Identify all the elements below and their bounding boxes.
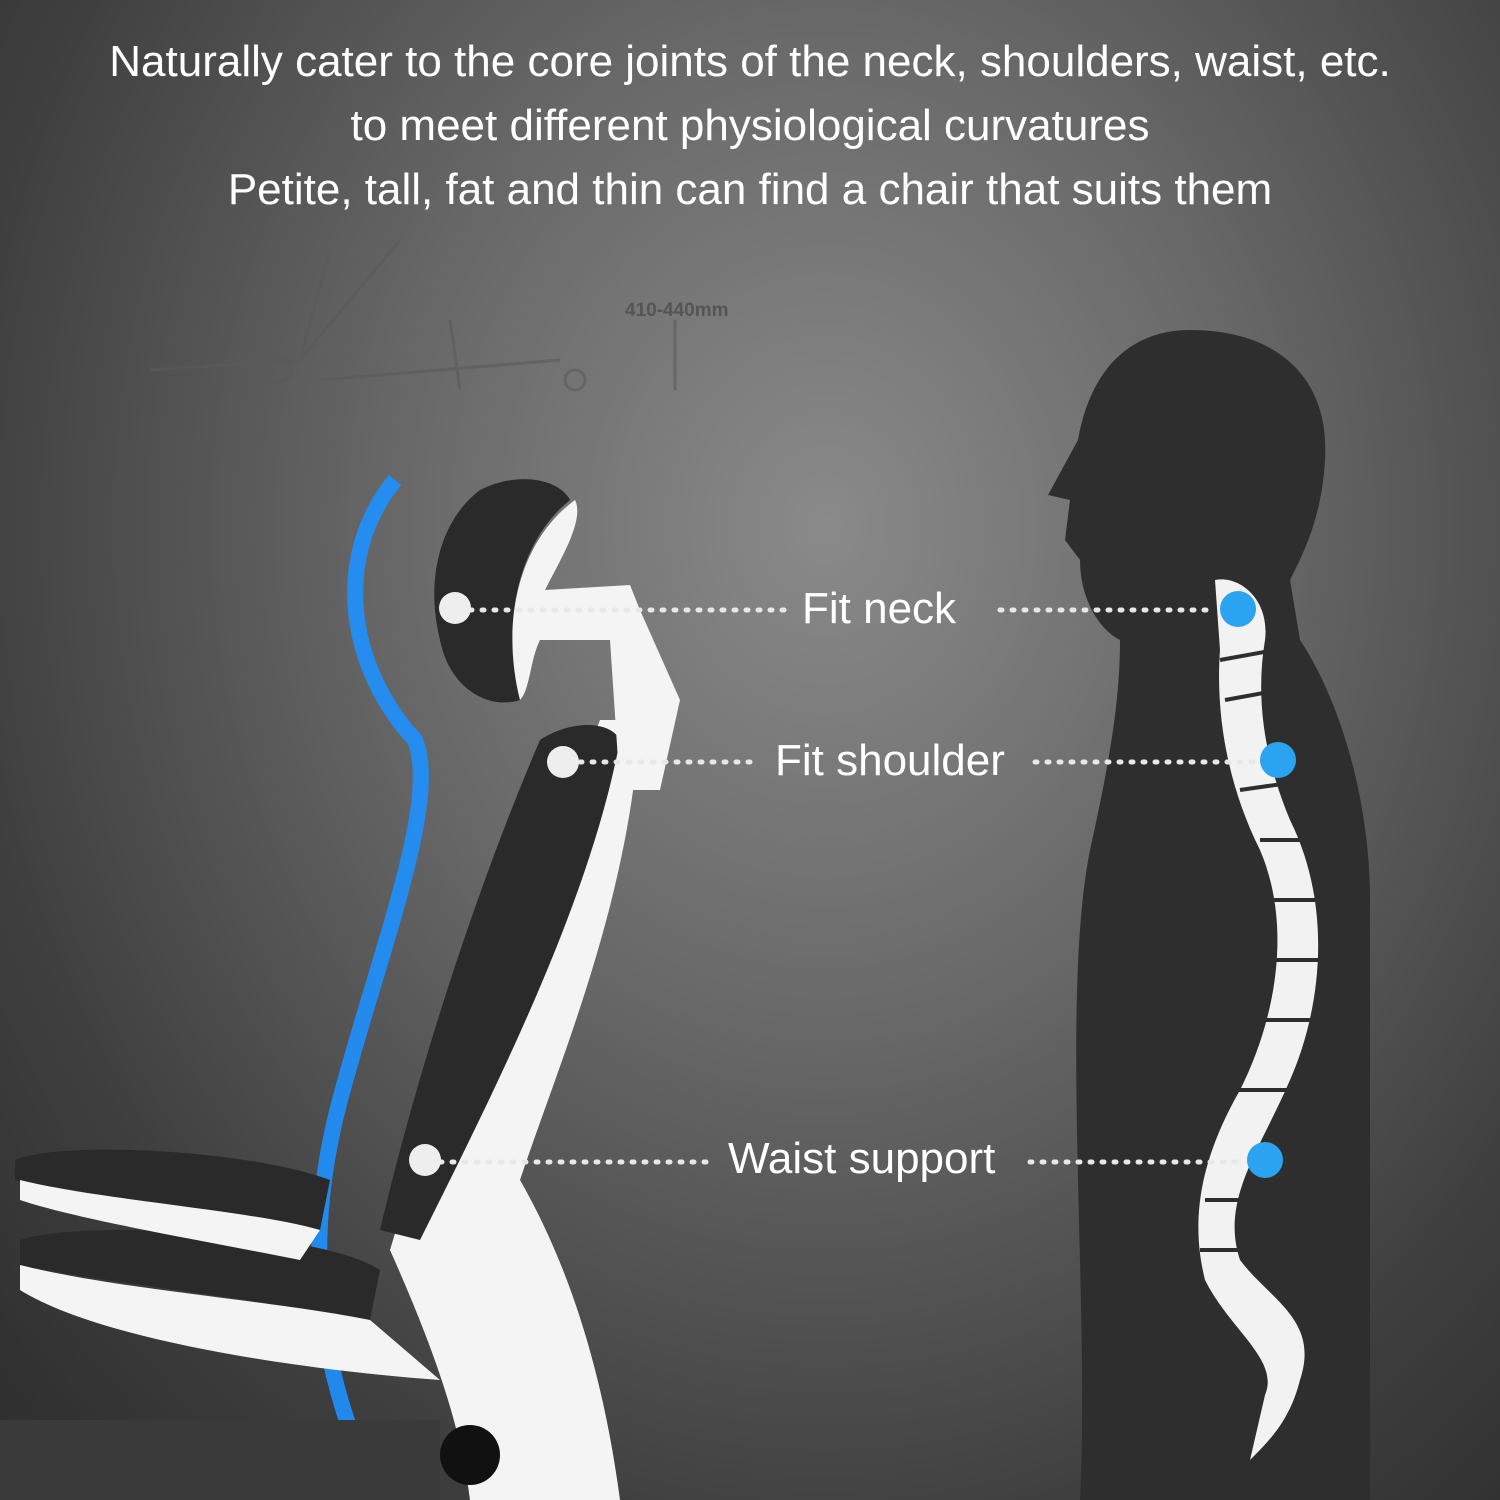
- dimension-label: 410-440mm: [625, 300, 729, 321]
- chair: [0, 479, 680, 1500]
- chair-knob: [440, 1425, 500, 1485]
- armrest-upper: [15, 1149, 330, 1230]
- callout-fit-neck: Fit neck: [802, 584, 957, 633]
- headrest-mesh: [434, 479, 570, 703]
- headline: Naturally cater to the core joints of th…: [0, 30, 1500, 222]
- chair-markers: [409, 592, 579, 1176]
- callout-waist-support: Waist support: [728, 1134, 996, 1183]
- chair-marker-waist: [409, 1144, 441, 1176]
- spine-marker-neck: [1220, 591, 1256, 627]
- chair-marker-shoulder: [547, 746, 579, 778]
- spine-markers: [1220, 591, 1296, 1178]
- headline-line-1: Naturally cater to the core joints of th…: [109, 37, 1391, 86]
- chair-backrest-mesh: [380, 725, 620, 1240]
- callout-lines: [437, 607, 1258, 1165]
- spine-marker-waist: [1247, 1142, 1283, 1178]
- spine-marker-shoulder: [1260, 742, 1296, 778]
- chair-marker-neck: [439, 592, 471, 624]
- spine: [1198, 579, 1340, 1460]
- background-chair-sketch: [149, 239, 677, 392]
- human-silhouette: [1048, 330, 1370, 1500]
- headline-line-3: Petite, tall, fat and thin can find a ch…: [227, 165, 1273, 214]
- chair-frame: [390, 720, 640, 1500]
- headrest-bracket: [512, 500, 680, 790]
- headline-line-2: to meet different physiological curvatur…: [350, 101, 1150, 150]
- callout-fit-shoulder: Fit shoulder: [775, 736, 1005, 785]
- seat-mesh: [0, 1420, 440, 1500]
